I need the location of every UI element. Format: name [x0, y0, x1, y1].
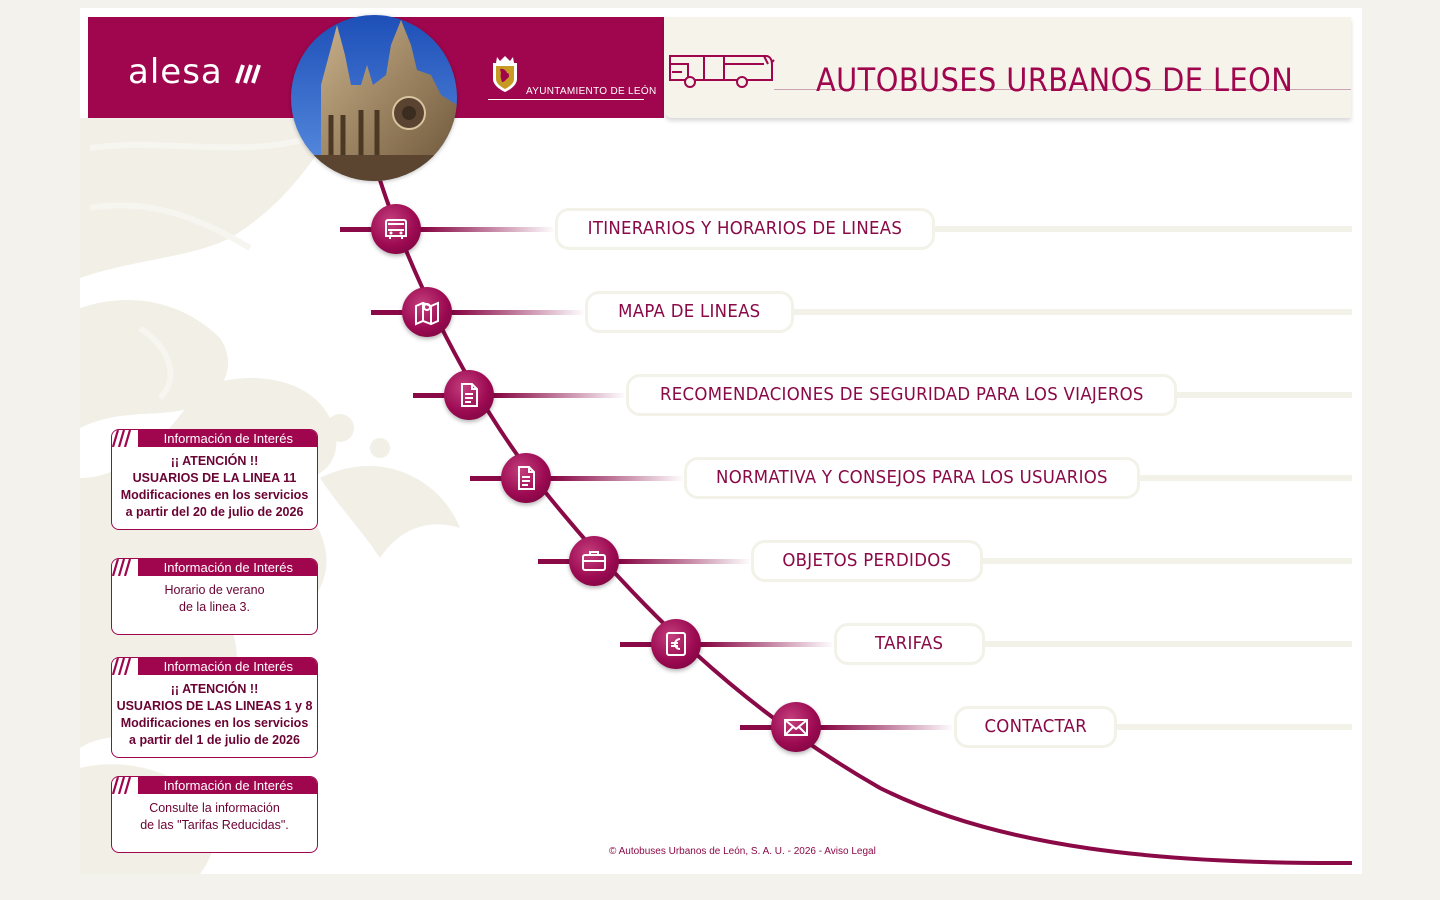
info-box-line: USUARIOS DE LA LINEA 11 [132, 471, 297, 485]
city-council-label: AYUNTAMIENTO DE LEÓN [526, 86, 657, 97]
menu-connector [340, 227, 555, 232]
menu-item-label: MAPA DE LINEAS [618, 301, 761, 322]
menu-connector [371, 310, 585, 315]
info-box[interactable]: Información de Interés ¡¡ ATENCIÓN !! USUA… [111, 429, 318, 530]
info-box-line: de la linea 3. [179, 600, 250, 614]
footer: © Autobuses Urbanos de León, S. A. U. - … [609, 846, 876, 857]
bus-icon[interactable] [371, 204, 421, 254]
header-title-bar: AUTOBUSES URBANOS DE LEON [664, 17, 1351, 118]
legal-notice-link[interactable]: Aviso Legal [824, 846, 876, 857]
menu-curve [371, 157, 1353, 866]
info-box-heading-text: Información de Interés [163, 778, 293, 793]
menu-item-label: TARIFAS [875, 633, 944, 654]
heading-slashes-icon [112, 430, 138, 447]
info-box-heading: Información de Interés [112, 777, 317, 794]
info-box-heading: Información de Interés [112, 658, 317, 675]
alesa-logo[interactable]: alesa [128, 52, 223, 92]
header-title-underline [774, 89, 1351, 90]
info-box[interactable]: Información de Interés ¡¡ ATENCIÓN !! USUA… [111, 657, 318, 758]
site-title: AUTOBUSES URBANOS DE LEON [816, 61, 1294, 99]
info-box-body: ¡¡ ATENCIÓN !! USUARIOS DE LAS LINEAS 1 y… [112, 675, 317, 749]
info-box-body: ¡¡ ATENCIÓN !! USUARIOS DE LA LINEA 11 Mod… [112, 447, 317, 521]
menu-item-label: OBJETOS PERDIDOS [782, 550, 952, 571]
menu-connector [538, 559, 751, 564]
info-box-heading: Información de Interés [112, 559, 317, 576]
info-box-heading: Información de Interés [112, 430, 317, 447]
cathedral-photo [291, 15, 457, 181]
document-icon[interactable] [501, 453, 551, 503]
copyright-text: © Autobuses Urbanos de León, S. A. U. - … [609, 846, 825, 857]
menu-item-label: NORMATIVA Y CONSEJOS PARA LOS USUARIOS [716, 467, 1108, 488]
menu-track [1171, 392, 1352, 398]
leon-coat-of-arms-icon [493, 56, 517, 92]
info-box-heading-text: Información de Interés [163, 431, 293, 446]
info-box-line: a partir del 20 de julio de 2026 [125, 505, 304, 519]
menu-item-tarifas[interactable]: TARIFAS [834, 623, 985, 665]
heading-slashes-icon [112, 777, 138, 794]
heading-slashes-icon [112, 658, 138, 675]
menu-item-mapa-de-lineas[interactable]: MAPA DE LINEAS [585, 291, 794, 333]
info-box-heading-text: Información de Interés [163, 560, 293, 575]
info-box-heading-text: Información de Interés [163, 659, 293, 674]
menu-item-label: RECOMENDACIONES DE SEGURIDAD PARA LOS VI… [659, 384, 1144, 405]
envelope-icon[interactable] [771, 702, 821, 752]
logo-slashes-icon [235, 64, 261, 84]
info-box-line: USUARIOS DE LAS LINEAS 1 y 8 [116, 699, 313, 713]
menu-item-objetos-perdidos[interactable]: OBJETOS PERDIDOS [751, 540, 983, 582]
menu-track [979, 641, 1352, 647]
document-icon[interactable] [444, 370, 494, 420]
page: alesa AYUNTAMIENTO DE LEÓN [80, 8, 1362, 874]
info-box-line: a partir del 1 de julio de 2026 [129, 733, 300, 747]
menu-track [1134, 475, 1352, 481]
menu-track [929, 226, 1352, 232]
briefcase-icon[interactable] [569, 536, 619, 586]
info-box-line: Horario de verano [164, 583, 265, 597]
heading-slashes-icon [112, 559, 138, 576]
menu-connector [470, 476, 684, 481]
city-council-underline [488, 99, 644, 100]
menu-connector [740, 725, 954, 730]
menu-item-normativa-y-consejos-para-los-usuarios[interactable]: NORMATIVA Y CONSEJOS PARA LOS USUARIOS [684, 457, 1140, 499]
info-box-line: Consulte la información [149, 801, 280, 815]
menu-connector [620, 642, 834, 647]
menu-track [1111, 724, 1352, 730]
info-box-line: ¡¡ ATENCIÓN !! [170, 454, 259, 468]
info-box-line: Modificaciones en los servicios [120, 716, 309, 730]
menu-item-contactar[interactable]: CONTACTAR [954, 706, 1117, 748]
menu-item-label: ITINERARIOS Y HORARIOS DE LINEAS [587, 218, 903, 239]
info-box-line: de las "Tarifas Reducidas". [140, 818, 289, 832]
menu-item-label: CONTACTAR [984, 716, 1087, 737]
info-box-body: Horario de verano de la linea 3. [112, 576, 317, 616]
menu-connector [413, 393, 626, 398]
info-box-line: Modificaciones en los servicios [120, 488, 309, 502]
bus-outline-icon [669, 55, 775, 88]
info-box-line: ¡¡ ATENCIÓN !! [170, 682, 259, 696]
info-box-body: Consulte la información de las "Tarifas R… [112, 794, 317, 834]
menu-item-recomendaciones-de-seguridad-para-los-viajeros[interactable]: RECOMENDACIONES DE SEGURIDAD PARA LOS VI… [626, 374, 1177, 416]
menu-track [788, 309, 1352, 315]
menu-track [977, 558, 1352, 564]
map-icon[interactable] [402, 287, 452, 337]
euro-icon[interactable] [651, 619, 701, 669]
menu-item-itinerarios-y-horarios-de-lineas[interactable]: ITINERARIOS Y HORARIOS DE LINEAS [555, 208, 935, 250]
